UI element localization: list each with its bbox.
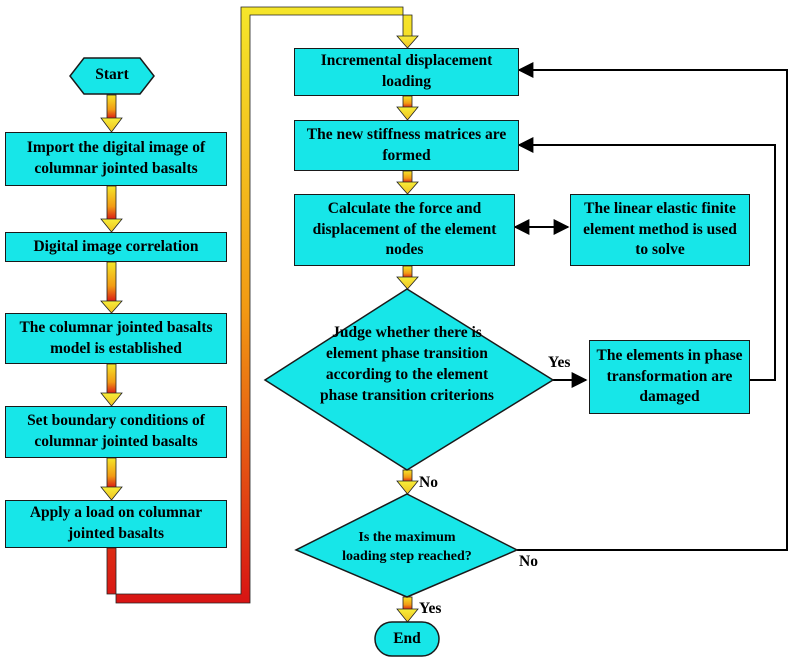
maxstep-yes-label: Yes: [419, 600, 442, 617]
judge-no-label: No: [419, 474, 438, 491]
calculate-box: Calculate the force and displacement of …: [294, 194, 515, 266]
connector-stiffness-calculate: [396, 170, 419, 195]
start-node: Start: [95, 66, 129, 83]
judge-yes-label: Yes: [548, 354, 571, 371]
apply-load-box: Apply a load on columnar jointed basalts: [5, 500, 227, 548]
boundary-box: Set boundary conditions of columnar join…: [5, 406, 227, 458]
connector-judge-maxstep: [396, 469, 419, 495]
connector-import-dic: [100, 185, 123, 233]
connector-model-boundary: [100, 363, 123, 407]
incremental-box: Incremental displacement loading: [294, 48, 519, 96]
import-image-box: Import the digital image of columnar joi…: [5, 132, 227, 186]
connector-damaged-stiffness: [517, 137, 776, 381]
judge-node: Judge whether there is element phase tra…: [320, 324, 494, 404]
damaged-box: The elements in phase transformation are…: [589, 340, 750, 414]
connector-incremental-stiffness: [396, 95, 419, 121]
connector-load-incremental: [106, 6, 419, 604]
end-terminal-shape: [374, 621, 440, 657]
connector-dic-model: [100, 261, 123, 314]
connector-boundary-load: [100, 457, 123, 501]
end-node: End: [393, 630, 421, 647]
maxstep-node: Is the maximum loading step reached?: [342, 530, 472, 564]
connector-maxstep-end: [396, 596, 419, 623]
connector-calculate-judge: [396, 265, 419, 290]
start-terminal-shape: [69, 57, 155, 95]
dic-box: Digital image correlation: [5, 232, 227, 262]
model-box: The columnar jointed basalts model is es…: [5, 313, 227, 364]
stiffness-box: The new stiffness matrices are formed: [294, 120, 519, 171]
linear-elastic-box: The linear elastic finite element method…: [570, 194, 750, 266]
connector-start-import: [100, 94, 123, 133]
maxstep-decision-shape: [294, 493, 519, 598]
connector-maxstep-incremental: [517, 62, 788, 551]
maxstep-no-label: No: [519, 553, 538, 570]
judge-decision-shape: [263, 288, 555, 471]
